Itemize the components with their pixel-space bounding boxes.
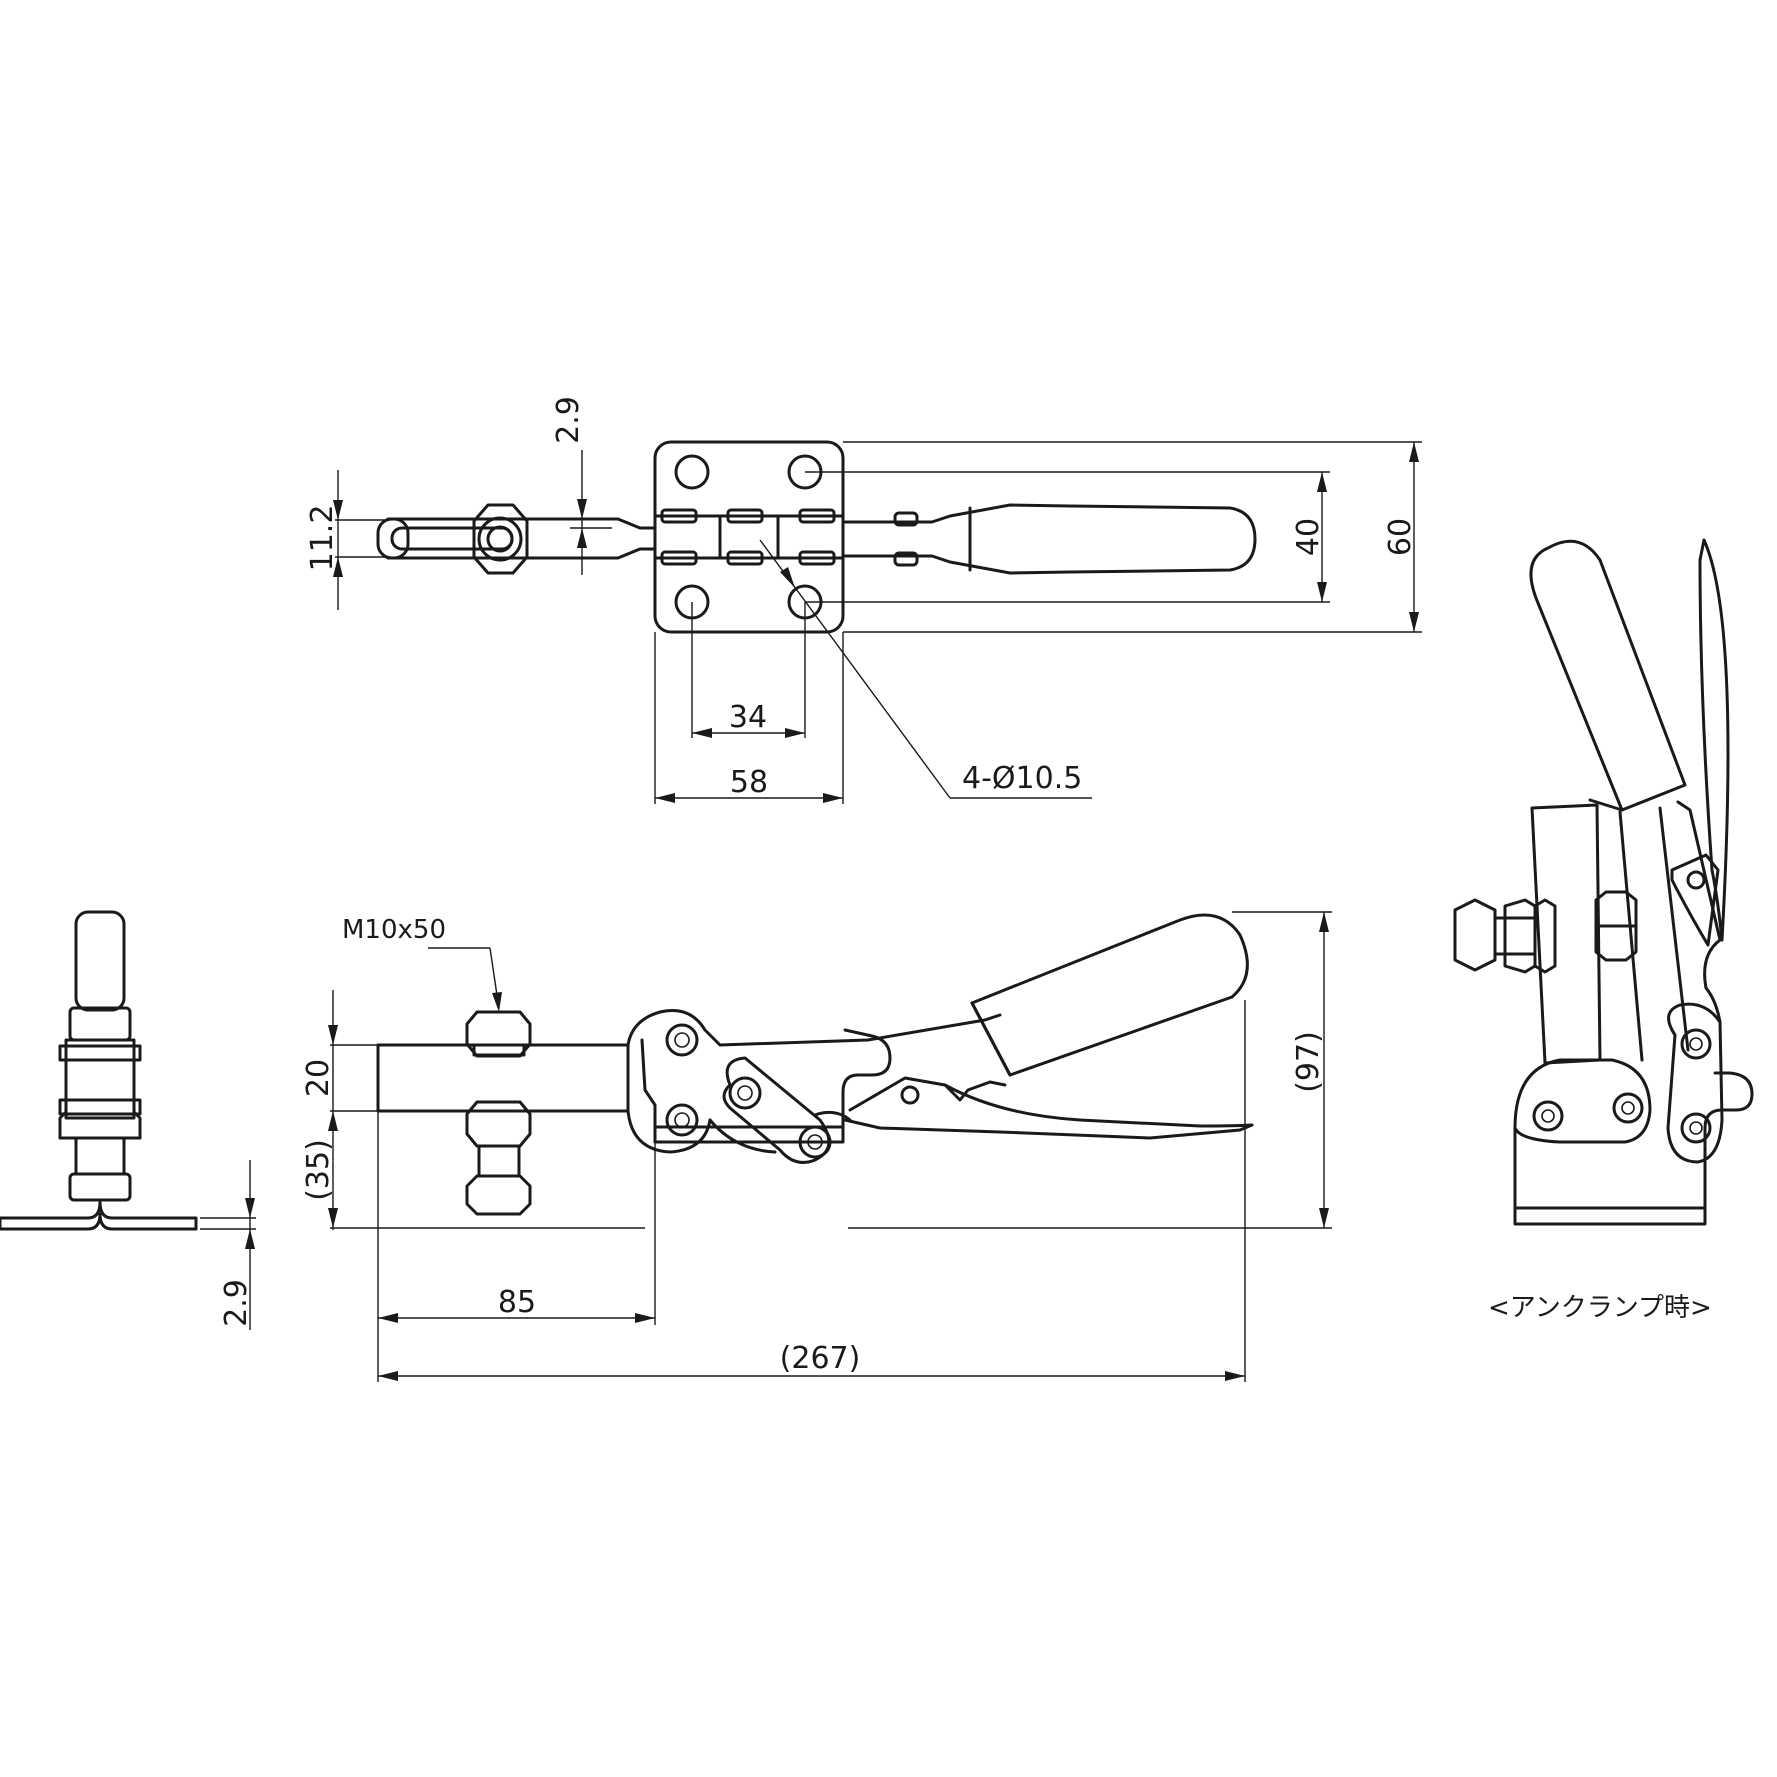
handle-grip	[970, 913, 1249, 1077]
bolt-spec-label: M10x50	[342, 915, 446, 945]
unclamp-nut-right	[1594, 890, 1638, 962]
dim-base-offset: 85	[498, 1285, 536, 1320]
plan-view: 11.2 2.9 40 60 34 58	[305, 396, 1422, 804]
dim-hole-pitch-y: 40	[1291, 518, 1326, 556]
end-handle	[74, 910, 126, 1012]
unclamp-view: <アンクランプ時>	[1453, 538, 1754, 1323]
end-spindle	[74, 1136, 126, 1176]
connecting-link	[722, 1056, 831, 1164]
unclamp-caption: <アンクランプ時>	[1488, 1293, 1712, 1323]
dim-total-length: (267)	[780, 1341, 861, 1376]
bolt-washer	[477, 516, 523, 562]
unclamp-bolt-shaft	[1493, 916, 1537, 956]
unclamp-arm-bar	[1530, 803, 1602, 1065]
spindle-nut-top	[465, 1010, 532, 1058]
link-pin	[798, 550, 836, 566]
link-pin	[728, 1076, 762, 1110]
arm-outline	[386, 547, 657, 560]
link-pin	[726, 550, 764, 566]
unclamp-link	[1618, 810, 1644, 1062]
linkage-body	[653, 514, 845, 560]
link-pin	[726, 508, 764, 524]
dim-base-length: 58	[730, 765, 768, 800]
lever-pin	[900, 1085, 920, 1105]
link-pin	[660, 508, 698, 524]
unclamp-pin	[1612, 1092, 1644, 1124]
dim-hole-pitch-x: 34	[729, 700, 767, 735]
end-body	[64, 1038, 136, 1120]
unclamp-link-plate	[1513, 1058, 1652, 1144]
bolt-head	[486, 525, 514, 553]
unclamp-base	[1513, 1071, 1754, 1226]
end-view: 2.9	[0, 910, 256, 1330]
dim-plate-thickness: 2.9	[219, 1279, 254, 1327]
unclamp-bolt-head	[1453, 898, 1497, 972]
bolt-hex-nut	[472, 503, 529, 575]
dim-base-width: 60	[1383, 518, 1418, 556]
spindle-shaft	[477, 1144, 521, 1178]
pivot-pin	[665, 1103, 699, 1137]
lever-upper	[848, 1076, 1007, 1112]
unclamp-nut	[1533, 898, 1557, 974]
base-bracket	[653, 1028, 892, 1144]
end-bottom-nut	[68, 1172, 132, 1202]
front-view: 20 (35) (97) 85 (267) M10x50	[301, 911, 1332, 1382]
pivot-pin	[665, 1023, 699, 1057]
dim-offset-top: 2.9	[551, 396, 586, 444]
unclamp-pin	[1532, 1100, 1564, 1132]
unclamp-lever-pin	[1686, 870, 1706, 890]
arm-tip	[376, 517, 410, 560]
handle-outline	[841, 503, 1257, 575]
end-base-plate	[0, 1200, 198, 1231]
end-nut	[68, 1006, 132, 1042]
unclamp-rear-link	[1666, 1002, 1724, 1164]
link-pin	[798, 508, 836, 524]
dim-arm-height: 20	[301, 1059, 336, 1097]
mount-hole	[674, 454, 710, 490]
dim-hole-spec: 4-Ø10.5	[962, 761, 1082, 796]
unclamp-pin	[1680, 1028, 1712, 1060]
dim-spindle-height: (35)	[301, 1139, 336, 1201]
base-plate	[653, 440, 845, 634]
unclamp-lever	[1676, 800, 1722, 1024]
unclamp-lever-plate	[1670, 853, 1720, 947]
spindle-nut-lower	[465, 1174, 532, 1216]
arm-head	[626, 1009, 1002, 1047]
link-pin	[798, 1125, 832, 1159]
base-bracket-front	[640, 1038, 657, 1129]
lever-lower	[843, 1118, 1254, 1140]
unclamp-release-lever	[1698, 538, 1730, 942]
dim-arm-width: 11.2	[305, 505, 340, 572]
handle-pin	[893, 511, 919, 527]
link-pin	[660, 550, 698, 566]
handle-pin	[893, 551, 919, 567]
unclamp-pin	[1680, 1112, 1712, 1144]
spindle-nut-bottom	[465, 1100, 532, 1148]
dim-total-height: (97)	[1291, 1031, 1326, 1093]
arm-slot	[390, 526, 514, 551]
unclamp-handle-grip	[1529, 539, 1687, 812]
